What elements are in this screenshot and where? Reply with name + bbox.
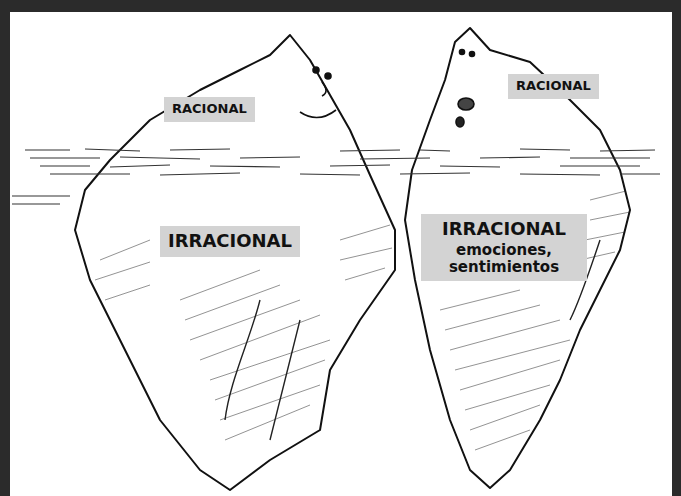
wave-line [50,173,660,175]
left-face [300,67,336,118]
label-box: RACIONAL [164,97,255,122]
water-lines [12,149,660,204]
eye [325,73,331,79]
wave-line [12,196,70,204]
label-box: IRRACIONALemociones, sentimientos [421,214,587,281]
hatching [95,190,630,450]
label-box: RACIONAL [508,74,599,99]
crevice [225,300,300,440]
label-box: IRRACIONAL [160,226,300,257]
eye [460,50,465,55]
mouth [456,117,464,127]
wave-line [25,149,655,151]
cheek [458,98,474,110]
nose [322,82,326,96]
right-face [456,50,475,128]
label-subtext: emociones, sentimientos [429,242,579,277]
wave-line [30,157,650,159]
wave-line [40,165,640,167]
label-text: RACIONAL [516,79,591,94]
hatch-lines [95,225,392,440]
eye [470,52,475,57]
label-text: IRRACIONAL [168,231,292,252]
mouth [300,110,336,118]
right-iceberg [405,28,630,488]
left-hatching [95,225,392,440]
label-text: IRRACIONAL [429,219,579,240]
label-text: RACIONAL [172,102,247,117]
eye [313,67,319,73]
left-iceberg [75,35,395,490]
